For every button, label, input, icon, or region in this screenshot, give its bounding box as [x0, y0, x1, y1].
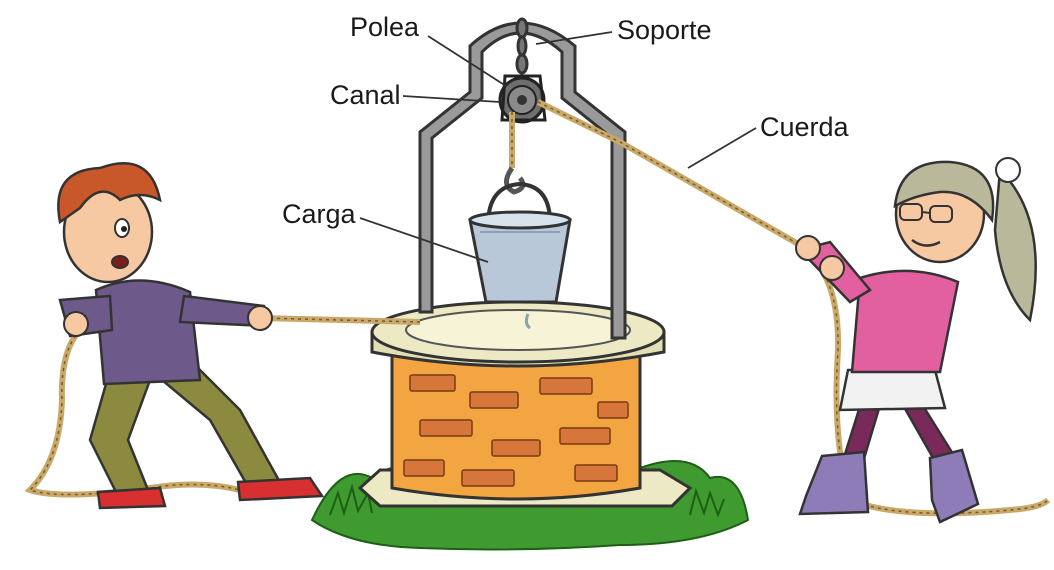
boy-character: [57, 162, 325, 510]
pulley: [498, 74, 547, 124]
label-polea: Polea: [350, 12, 420, 42]
label-cuerda: Cuerda: [760, 112, 849, 142]
label-soporte: Soporte: [617, 15, 712, 45]
well-wall: [390, 350, 642, 501]
leader-polea: [427, 35, 507, 87]
label-carga: Carga: [282, 199, 356, 229]
hook-chain: [515, 17, 529, 75]
girl-character: [795, 157, 1037, 524]
support-frame: [418, 21, 627, 340]
leader-canal: [402, 95, 501, 103]
label-canal: Canal: [330, 80, 401, 110]
leader-lines: [359, 31, 757, 263]
leader-carga: [359, 217, 489, 263]
bucket: [468, 181, 572, 330]
leader-soporte: [535, 31, 613, 45]
leader-cuerda: [687, 127, 757, 169]
rope-to-boy: [24, 314, 421, 498]
bucket-rope: [504, 112, 526, 195]
